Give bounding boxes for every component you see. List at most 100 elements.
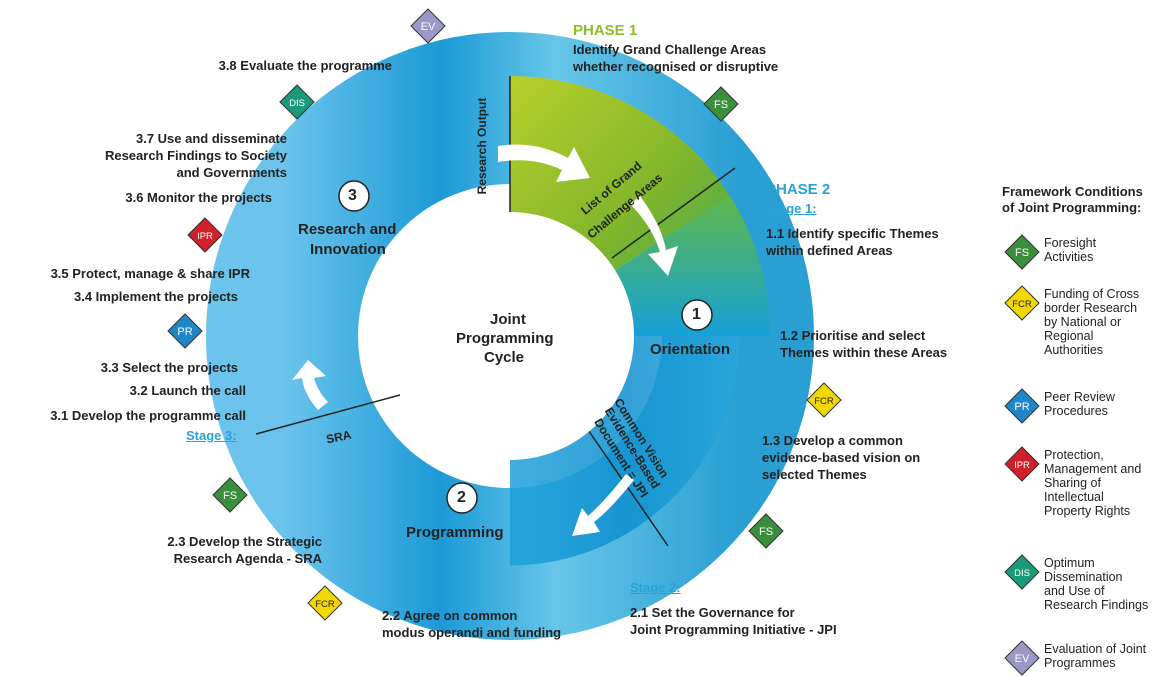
s11-line2: within defined Areas [766, 243, 893, 258]
marker-fs-4-code: FS [223, 490, 237, 502]
legend-text-line1: Foresight [1044, 236, 1097, 250]
legend-text-line5: Authorities [1044, 343, 1104, 357]
legend-ipr-icon: IPR [1004, 446, 1040, 482]
arrow-to-programming [572, 474, 634, 536]
marker-fcr-5: FCR [307, 585, 343, 621]
s36: 3.6 Monitor the projects [125, 190, 272, 205]
legend-title: Framework Conditions of Joint Programmin… [1002, 184, 1143, 216]
legend-text-line1: Evaluation of Joint [1044, 642, 1147, 656]
marker-ev-0: EV [410, 8, 446, 44]
marker-dis-1-code: DIS [289, 98, 305, 109]
stage2-label: Stage 2: [630, 580, 681, 595]
legend-dis-icon: DIS [1004, 554, 1040, 590]
marker-ev-0-code: EV [421, 21, 436, 33]
s11-line1: 1.1 Identify specific Themes [766, 226, 939, 241]
legend-text-line1: Peer Review [1044, 390, 1115, 404]
phase1-line2: whether recognised or disruptive [573, 59, 779, 74]
legend-ipr-icon-code: IPR [1014, 460, 1030, 471]
divider-programming [255, 394, 401, 435]
research-label-1: Research and [298, 221, 397, 238]
s37-line1: 3.7 Use and disseminate [135, 131, 287, 146]
legend-text-line1: Funding of Cross [1044, 287, 1140, 301]
arrow-research-output [498, 144, 590, 182]
legend-title-line2: of Joint Programming: [1002, 200, 1142, 215]
legend-fcr-icon-code: FCR [1012, 299, 1032, 310]
research-label-2: Innovation [310, 241, 386, 258]
legend-text-line1: Protection, [1044, 448, 1104, 462]
s13-line2: evidence-based vision on [762, 450, 921, 465]
marker-fs-6: FS [703, 86, 739, 122]
legend-dis-icon-code: DIS [1014, 568, 1030, 579]
legend-text-line4: Regional [1044, 329, 1094, 343]
s13-line1: 1.3 Develop a common [762, 433, 903, 448]
s38: 3.8 Evaluate the programme [218, 58, 392, 73]
s12-line1: 1.2 Prioritise and select [780, 328, 926, 343]
orientation-number-circle [681, 299, 713, 331]
legend-text-line2: Management and [1044, 462, 1142, 476]
marker-pr-3: PR [167, 313, 203, 349]
legend-text-line2: Dissemination [1044, 570, 1123, 584]
programming-label: Programming [406, 524, 504, 541]
s21-line2: Joint Programming Initiative - JPI [630, 622, 837, 637]
research-output-label: Research Output [475, 97, 489, 195]
s12-line2: Themes within these Areas [780, 345, 948, 360]
marker-ipr-2-code: IPR [197, 231, 213, 242]
legend-text-line2: Programmes [1044, 656, 1116, 670]
legend-text-line5: Property Rights [1044, 504, 1131, 518]
research-number: 3 [348, 187, 357, 204]
legend-fs-icon-code: FS [1015, 247, 1029, 259]
legend-fs-icon: FS [1004, 234, 1040, 270]
s37-line2: Research Findings to Society [104, 148, 287, 163]
legend-text-line2: Activities [1044, 250, 1094, 264]
s22-line2: modus operandi and funding [382, 625, 562, 640]
phase1-line1: Identify Grand Challenge Areas [573, 42, 767, 57]
center-circle [386, 212, 634, 460]
s31: 3.1 Develop the programme call [50, 408, 246, 423]
legend-ev-icon-code: EV [1015, 653, 1030, 665]
legend-text-line3: by National or [1044, 315, 1122, 329]
divider-phase1 [611, 167, 736, 259]
orientation-number: 1 [692, 306, 701, 323]
s33: 3.3 Select the projects [100, 360, 238, 375]
marker-fs-6-code: FS [714, 99, 728, 111]
programming-number-circle [446, 482, 478, 514]
center-title-2: Programming [456, 330, 554, 347]
research-number-circle [338, 180, 370, 212]
s34: 3.4 Implement the projects [74, 289, 238, 304]
s32: 3.2 Launch the call [129, 383, 246, 398]
s13-line3: selected Themes [762, 467, 867, 482]
arrow-to-orientation [630, 196, 678, 276]
s23-line2: Research Agenda - SRA [173, 551, 322, 566]
legend-pr-icon-code: PR [1014, 401, 1029, 413]
phase2-title: PHASE 2 [766, 181, 831, 198]
stage1-label: Stage 1: [766, 201, 817, 216]
marker-fcr-5-code: FCR [315, 599, 335, 610]
center-title-3: Cycle [484, 349, 525, 366]
marker-ipr-2: IPR [187, 217, 223, 253]
legend-text-line4: Intellectual [1044, 490, 1104, 504]
stage3-label: Stage 3: [186, 428, 237, 443]
s37-line3: and Governments [176, 165, 287, 180]
s23-line1: 2.3 Develop the Strategic [167, 534, 322, 549]
orientation-label: Orientation [650, 341, 731, 358]
legend-fcr-icon: FCR [1004, 285, 1040, 321]
marker-fcr-7-code: FCR [814, 396, 834, 407]
phase1-title: PHASE 1 [573, 22, 638, 39]
legend-ev-icon: EV [1004, 640, 1040, 676]
marker-dis-1: DIS [279, 84, 315, 120]
marker-pr-3-code: PR [177, 326, 192, 338]
legend-text-line3: Sharing of [1044, 476, 1101, 490]
marker-fs-8: FS [748, 513, 784, 549]
legend-text-line3: and Use of [1044, 584, 1105, 598]
legend-text-line1: Optimum [1044, 556, 1095, 570]
marker-fcr-7: FCR [806, 382, 842, 418]
legend-text-line2: border Research [1044, 301, 1138, 315]
